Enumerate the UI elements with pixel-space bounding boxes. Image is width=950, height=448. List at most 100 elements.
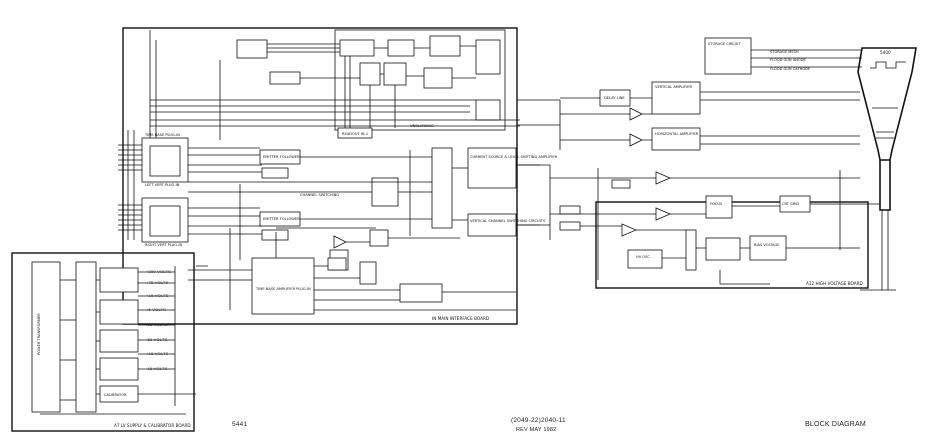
right-amp-lines — [560, 91, 860, 145]
trigger-box — [369, 229, 389, 247]
top-bus-lines — [150, 43, 520, 127]
top-left-control-box — [236, 39, 268, 59]
footer-part-number: (2049-22)2040-11 — [511, 417, 566, 424]
rectifier-box — [75, 261, 97, 413]
storage-mesh-label: STORAGE MESH — [770, 50, 799, 54]
flood-gun-cathode-label: FLOOD GUN CATHODE — [770, 67, 811, 71]
hv-lines — [550, 168, 880, 285]
small-box-b — [559, 205, 581, 215]
horizontal-preamp-triangle — [629, 133, 643, 147]
left-edge-connectors — [118, 130, 142, 240]
vertical-channel-box — [467, 213, 517, 237]
readout-module-outline — [334, 29, 506, 131]
footer-revision: REV MAY 1982 — [516, 427, 557, 433]
hv-amp-triangle-1 — [655, 171, 672, 185]
vertical-amplifier-label: VERTICAL AMPLIFIER — [655, 85, 693, 89]
footer-model: 5441 — [232, 421, 248, 428]
storage-lines — [751, 49, 862, 68]
lv-supply-board-outline — [11, 252, 195, 432]
xy-amp-box — [359, 261, 377, 285]
hv-osc-box — [627, 249, 663, 269]
hv-board-label: A12 HIGH VOLTAGE BOARD — [806, 281, 863, 286]
small-amp-box-1 — [261, 167, 289, 179]
bias-voltage-label: BIAS VOLTAGE — [754, 243, 780, 247]
right-vert-inner-box — [149, 205, 181, 237]
top-readout-box-b — [387, 39, 415, 57]
crt-waveform — [870, 61, 906, 69]
top-readout-box-d — [475, 39, 501, 75]
lv-supply-board-label: A7 LV SUPPLY & CALIBRATOR BOARD — [114, 423, 191, 428]
readout-timing-box — [359, 62, 381, 86]
small-box-a — [611, 179, 631, 189]
focus-box — [705, 195, 733, 219]
time-base-plugin-label: TIME BASE PLUG-IN — [144, 133, 180, 137]
horizontal-amplifier-box — [651, 127, 701, 151]
main-output-bus — [517, 99, 561, 240]
time-base-lines — [188, 227, 516, 311]
horizontal-preamp-box — [327, 257, 347, 271]
sweep-amp-triangle — [333, 235, 347, 249]
crt-grid-label: CRT GRID — [782, 202, 799, 206]
vertical-amplifier-box — [651, 81, 701, 115]
supply-output-1: +200 VOLTS — [146, 269, 171, 274]
horizontal-amplifier-label: HORIZONTAL AMPLIFIER — [655, 132, 699, 136]
small-box-c — [559, 221, 581, 231]
regulator-box-1 — [99, 267, 139, 293]
supply-output-2: +75 VOLTS — [146, 280, 169, 285]
left-vert-plugin-label: LEFT VERT PLUG-IN — [145, 183, 180, 187]
time-base-amplifier-box — [251, 257, 315, 315]
supply-output-6: -50 VOLTS — [146, 337, 168, 342]
small-amp-box-2 — [261, 229, 289, 241]
readout-logic-box — [423, 67, 453, 89]
bias-voltage-box — [749, 235, 787, 261]
supply-output-4: +5 VOLTS — [146, 307, 167, 312]
supply-output-5: -15 VOLTS — [146, 322, 168, 327]
footer-title: BLOCK DIAGRAM — [805, 421, 866, 428]
top-vertical-lines — [149, 30, 396, 140]
current-source-box — [467, 147, 517, 189]
focus-label: FOCUS — [710, 202, 723, 206]
hv-amp-triangle-2 — [655, 207, 672, 221]
left-vert-inner-box — [149, 145, 181, 177]
lv-supply-lines — [40, 265, 208, 415]
right-vert-plugin-label: RIGHT VERT PLUG-IN — [145, 243, 182, 247]
time-base-amplifier-label: TIME BASE AMPLIFIER PLUG-IN — [255, 287, 311, 291]
power-transformer-box — [31, 261, 61, 413]
calibrator-label: CALIBRATOR — [104, 393, 127, 397]
hv-multiplier-box — [705, 237, 741, 261]
readout-memory-box — [269, 71, 301, 85]
channel-switching-label: CHANNEL SWITCHING — [300, 193, 339, 197]
regulator-box-3 — [99, 329, 139, 353]
vertical-channel-label: VERTICAL CHANNEL SWITCHING CIRCUITS — [470, 219, 546, 223]
delay-line-label: DELAY LINE — [604, 96, 625, 100]
readout-in1-label: READOUT IN-1 — [342, 132, 368, 136]
hv-transformer-box — [685, 229, 697, 271]
flood-gun-anode-label: FLOOD GUN ANODE — [770, 58, 806, 62]
crt-label: 5400 — [880, 50, 891, 55]
crt-plates — [872, 107, 898, 139]
crt-stem-lines — [860, 210, 896, 291]
hv-amp-triangle-3 — [621, 223, 638, 237]
emitter-follower-label-1: EMITTER FOLLOWER — [263, 155, 300, 159]
regulator-box-2 — [99, 299, 139, 325]
storage-circuit-label: STORAGE CIRCUIT — [708, 42, 741, 46]
readout-chargen-box — [475, 99, 501, 121]
main-interface-board-outline — [122, 27, 518, 325]
current-source-label: CURRENT SOURCE & LEVEL SHIFTING AMPLIFIE… — [470, 155, 558, 159]
readout-in1-box — [337, 127, 373, 139]
top-readout-box-a — [339, 39, 375, 57]
vertical-preamp-triangle — [629, 107, 643, 121]
vertical-switch-box — [431, 147, 453, 229]
supply-output-3: +15 VOLTS — [146, 293, 169, 298]
hv-osc-label: HV OSC — [636, 255, 650, 259]
top-readout-box-c — [429, 35, 461, 57]
power-transformer-label: POWER TRANSFORMER — [37, 313, 41, 355]
supply-output-8: -15 VOLTS — [146, 366, 168, 371]
horizontal-output-box — [399, 283, 443, 303]
regulator-box-4 — [99, 357, 139, 381]
readout-decoder-box — [383, 62, 407, 86]
emitter-follower-label-2: EMITTER FOLLOWER — [263, 217, 300, 221]
main-interface-board-label: IN MAIN INTERFACE BOARD — [432, 316, 489, 321]
storage-circuit-box — [704, 37, 752, 75]
